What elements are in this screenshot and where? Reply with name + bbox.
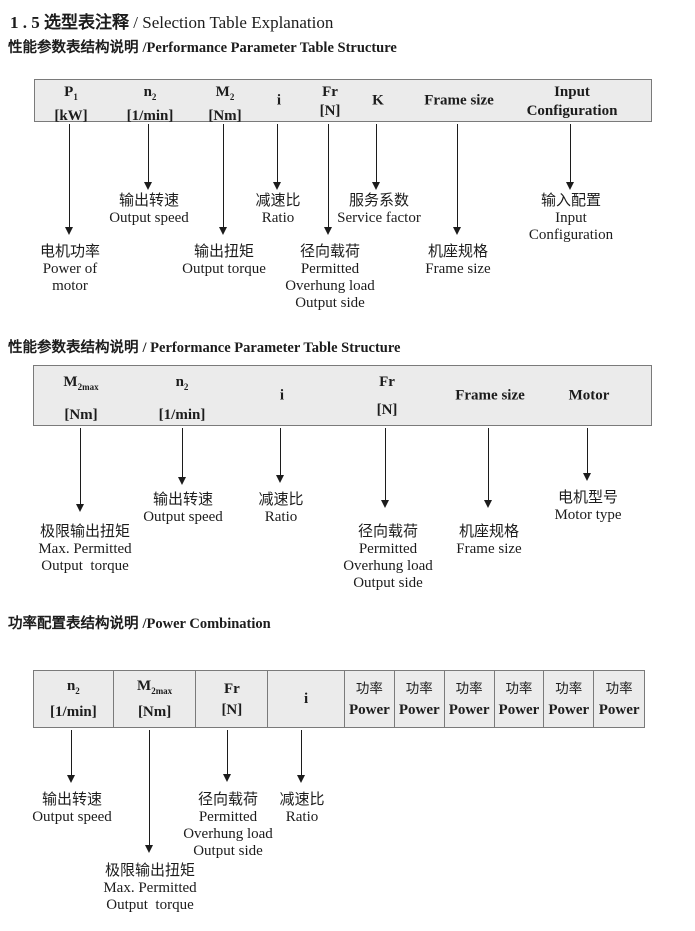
col-m2max: M2max[Nm]	[114, 671, 197, 727]
down-arrow-fr	[223, 730, 232, 782]
down-arrow-i	[297, 730, 306, 783]
down-arrow-i	[273, 124, 282, 190]
performance-table-1-header: P1[kW] n2[1/min] M2[Nm] i Fr[N] K Frame …	[34, 79, 652, 124]
col-fr: Fr[N]	[319, 84, 341, 119]
col-n2: n2[1/min]	[126, 84, 174, 124]
down-arrow-p1	[65, 124, 74, 235]
down-arrow-fr	[381, 428, 390, 508]
col-fr: Fr[N]	[196, 671, 269, 727]
section3-heading-cn: 功率配置表结构说明	[8, 616, 139, 632]
down-arrow-input	[566, 124, 575, 190]
section2-heading: 性能参数表结构说明/ Performance Parameter Table S…	[8, 336, 400, 357]
section3-heading: 功率配置表结构说明/Power Combination	[8, 612, 271, 633]
down-arrow-n2	[67, 730, 76, 783]
down-arrow-motor	[583, 428, 592, 481]
title-chinese: 选型表注释	[44, 13, 129, 32]
down-arrow-fr	[324, 124, 333, 235]
col-motor: Motor	[568, 387, 610, 403]
col-m2: M2[Nm]	[208, 84, 242, 124]
title-separator: /	[129, 13, 143, 32]
section3-heading-en: /Power Combination	[142, 616, 271, 632]
col-n2: n2[1/min]	[34, 671, 114, 727]
down-arrow-frame-size	[453, 124, 462, 235]
down-arrow-frame-size	[484, 428, 493, 508]
col-i: i	[268, 671, 345, 727]
page-title: 1 . 5 选型表注释 / Selection Table Explanatio…	[10, 8, 333, 33]
down-arrow-i	[276, 428, 285, 483]
col-fr: Fr[N]	[376, 374, 398, 418]
title-english: Selection Table Explanation	[142, 13, 334, 32]
section-number: 1 . 5	[10, 13, 44, 32]
col-i: i	[276, 92, 282, 108]
col-n2: n2[1/min]	[158, 374, 206, 423]
section2-heading-en: / Performance Parameter Table Structure	[142, 340, 401, 356]
col-frame-size: Frame size	[424, 92, 494, 108]
section1-heading-en: /Performance Parameter Table Structure	[142, 40, 397, 56]
down-arrow-m2max	[76, 428, 85, 512]
down-arrow-m2	[219, 124, 228, 235]
performance-table-2-header: M2max[Nm] n2[1/min] i Fr[N] Frame size M…	[33, 365, 652, 426]
down-arrow-n2	[144, 124, 153, 190]
down-arrow-k	[372, 124, 381, 190]
down-arrow-n2	[178, 428, 187, 485]
col-k: K	[372, 92, 384, 108]
col-frame-size: Frame size	[455, 387, 525, 403]
col-p1: P1[kW]	[54, 84, 88, 124]
section1-heading-cn: 性能参数表结构说明	[8, 40, 139, 56]
section2-heading-cn: 性能参数表结构说明	[8, 340, 139, 356]
section1-heading: 性能参数表结构说明/Performance Parameter Table St…	[8, 36, 397, 57]
col-i: i	[279, 387, 285, 403]
col-m2max: M2max[Nm]	[63, 374, 99, 423]
down-arrow-m2max	[145, 730, 154, 853]
